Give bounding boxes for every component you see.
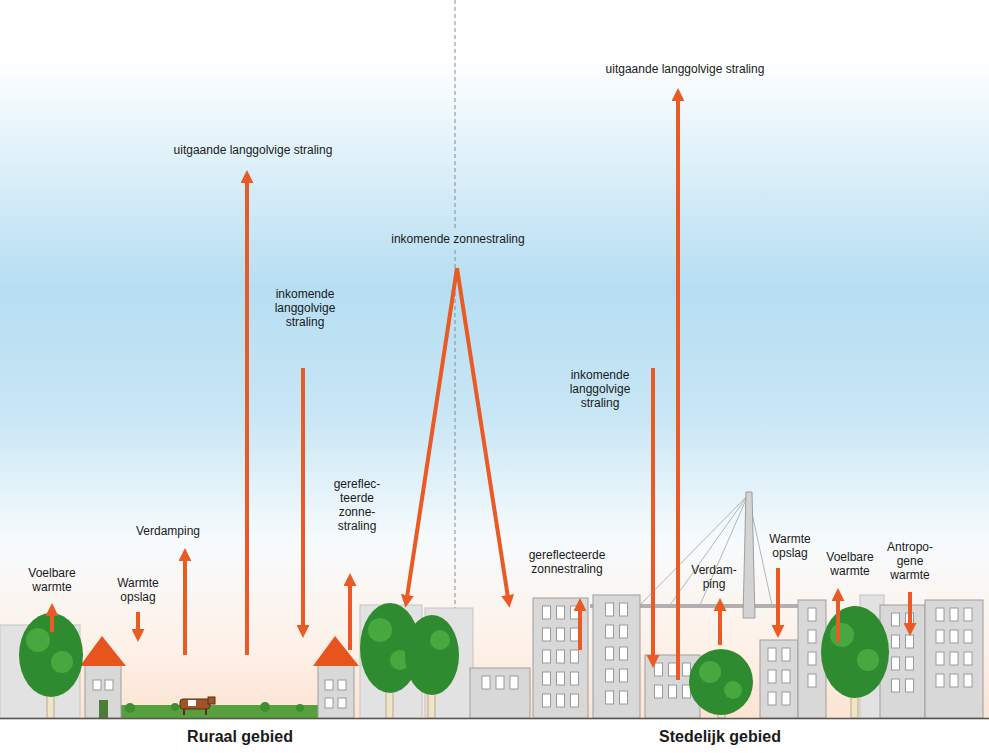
window xyxy=(964,652,972,665)
window xyxy=(620,669,628,682)
window xyxy=(782,692,790,705)
flux-label: Verdam- ping xyxy=(689,563,739,591)
window xyxy=(892,635,900,648)
window xyxy=(683,685,691,698)
window xyxy=(557,606,565,619)
city-buildings xyxy=(470,595,983,718)
window xyxy=(808,652,816,665)
window xyxy=(964,674,972,687)
window xyxy=(543,606,551,619)
window xyxy=(510,676,518,689)
flux-label: Voelbare warmte xyxy=(821,550,879,578)
tree xyxy=(689,649,753,718)
window xyxy=(768,648,776,661)
window xyxy=(808,630,816,643)
flux-label: inkomende zonnestraling xyxy=(358,232,558,246)
flux-label: gereflecteerde zonnestraling xyxy=(512,548,622,576)
tree xyxy=(821,606,889,718)
window xyxy=(892,657,900,670)
flux-label: gereflec- teerde zonne- straling xyxy=(327,477,387,533)
window xyxy=(950,608,958,621)
window xyxy=(606,669,614,682)
window xyxy=(655,663,663,676)
window xyxy=(669,663,677,676)
house xyxy=(80,636,126,718)
window xyxy=(557,694,565,707)
flux-label: inkomende langgolvige straling xyxy=(560,368,640,410)
window xyxy=(620,625,628,638)
window xyxy=(571,628,579,641)
window xyxy=(782,648,790,661)
region-label: Stedelijk gebied xyxy=(620,728,820,746)
window xyxy=(543,694,551,707)
flux-label: Antropo- gene warmte xyxy=(884,540,936,582)
grass xyxy=(120,705,318,718)
window xyxy=(571,650,579,663)
window xyxy=(496,676,504,689)
window xyxy=(768,692,776,705)
window xyxy=(655,685,663,698)
window xyxy=(606,647,614,660)
window xyxy=(892,679,900,692)
window xyxy=(808,674,816,687)
window xyxy=(571,694,579,707)
window xyxy=(543,672,551,685)
flux-label: uitgaande langgolvige straling xyxy=(565,62,805,76)
window xyxy=(936,674,944,687)
ground-line xyxy=(0,718,989,720)
flux-label: uitgaande langgolvige straling xyxy=(133,143,373,157)
window xyxy=(964,608,972,621)
window xyxy=(620,691,628,704)
window xyxy=(906,657,914,670)
window xyxy=(482,676,490,689)
window xyxy=(936,630,944,643)
tree xyxy=(360,603,459,718)
window xyxy=(557,628,565,641)
window xyxy=(964,630,972,643)
window xyxy=(606,691,614,704)
window xyxy=(557,650,565,663)
cow xyxy=(180,697,215,715)
window xyxy=(808,608,816,621)
energy-arrows xyxy=(52,92,910,680)
window xyxy=(543,650,551,663)
window xyxy=(620,603,628,616)
window xyxy=(683,663,691,676)
window xyxy=(950,630,958,643)
flux-label: Verdamping xyxy=(123,524,213,538)
window xyxy=(936,652,944,665)
window xyxy=(936,608,944,621)
window xyxy=(669,685,677,698)
window xyxy=(906,679,914,692)
window xyxy=(557,672,565,685)
region-label: Ruraal gebied xyxy=(140,728,340,746)
flux-label: Voelbare warmte xyxy=(22,566,82,594)
window xyxy=(906,635,914,648)
window xyxy=(950,674,958,687)
window xyxy=(950,652,958,665)
house xyxy=(313,636,359,718)
flux-label: inkomende langgolvige straling xyxy=(260,287,350,329)
window xyxy=(782,670,790,683)
window xyxy=(892,613,900,626)
flux-label: Warmte opslag xyxy=(109,576,167,604)
window xyxy=(571,672,579,685)
window xyxy=(606,625,614,638)
flux-label: Warmte opslag xyxy=(767,532,813,560)
window xyxy=(543,628,551,641)
window xyxy=(606,603,614,616)
window xyxy=(768,670,776,683)
window xyxy=(620,647,628,660)
window xyxy=(571,606,579,619)
